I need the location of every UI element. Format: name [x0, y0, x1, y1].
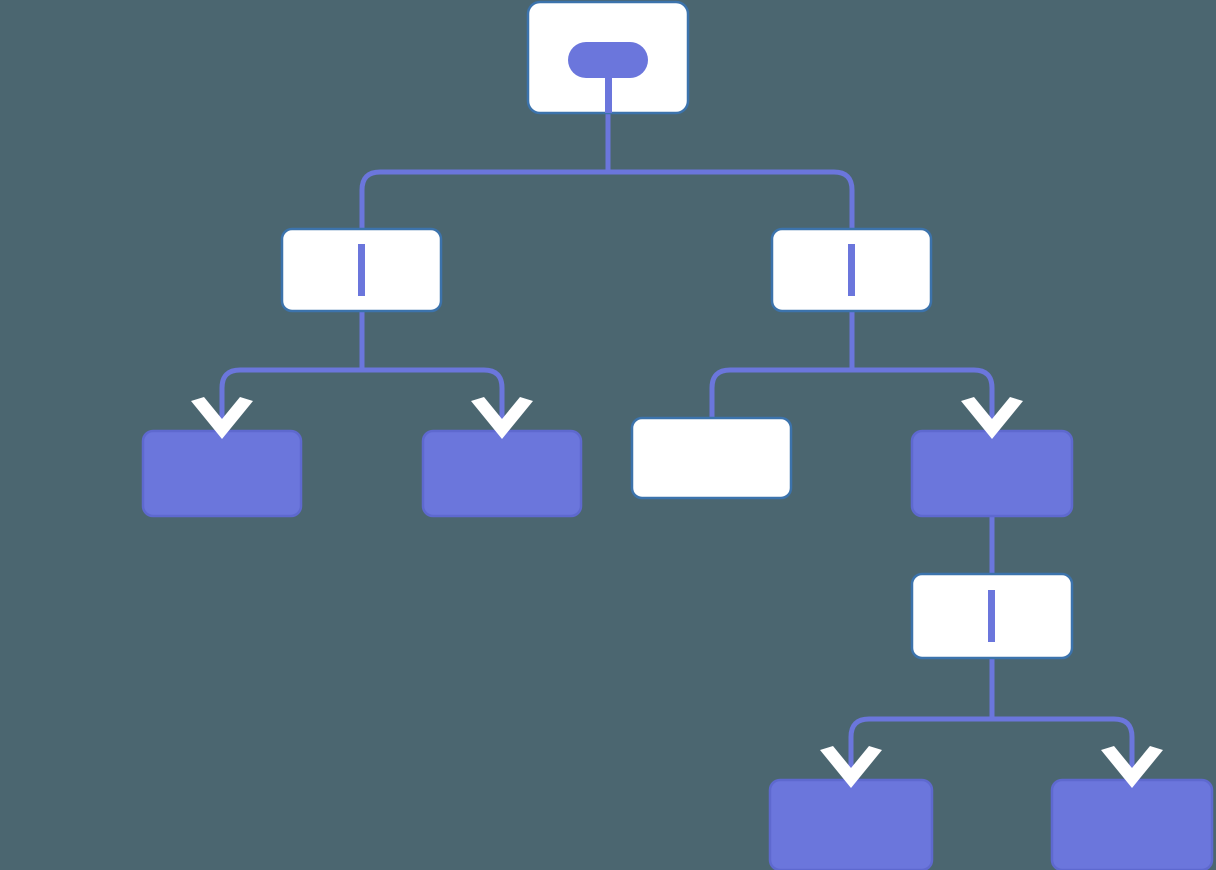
level4-white-node[interactable] — [910, 572, 1074, 660]
white-chevron-level3-a — [191, 397, 253, 439]
level2-left-node[interactable] — [280, 227, 443, 313]
root-node-pill-stem — [605, 60, 612, 113]
chevron-glyph-group — [191, 397, 1163, 788]
edge-level2-right-to-level3-c — [709, 367, 852, 418]
root-node[interactable] — [526, 0, 690, 115]
edge-level2-right-to-level3-d — [852, 367, 995, 424]
node-shape-group — [141, 0, 1214, 870]
edge-path-group — [219, 113, 1135, 773]
edge-root-to-level2-left — [359, 169, 608, 229]
white-chevron-level3-d — [961, 397, 1023, 439]
level4-white-node-vline-mark — [988, 590, 995, 642]
edge-level4-to-level5-b — [992, 716, 1135, 773]
level2-right-node[interactable] — [770, 227, 933, 313]
edge-root-to-level2-right — [608, 169, 855, 229]
white-chevron-level3-b — [471, 397, 533, 439]
white-chevron-level5-a — [820, 746, 882, 788]
edge-level4-to-level5-a — [848, 716, 992, 773]
edge-level2-left-to-level3-b — [362, 367, 505, 424]
level2-right-node-vline-mark — [848, 244, 855, 296]
edge-level2-left-to-level3-a — [219, 367, 362, 424]
level3-white-node-c[interactable] — [630, 416, 793, 500]
root-node-pill-icon — [568, 42, 648, 78]
level2-left-node-vline-mark — [358, 244, 365, 296]
white-chevron-level5-b — [1101, 746, 1163, 788]
level3-white-node-c-shape[interactable] — [630, 416, 793, 500]
